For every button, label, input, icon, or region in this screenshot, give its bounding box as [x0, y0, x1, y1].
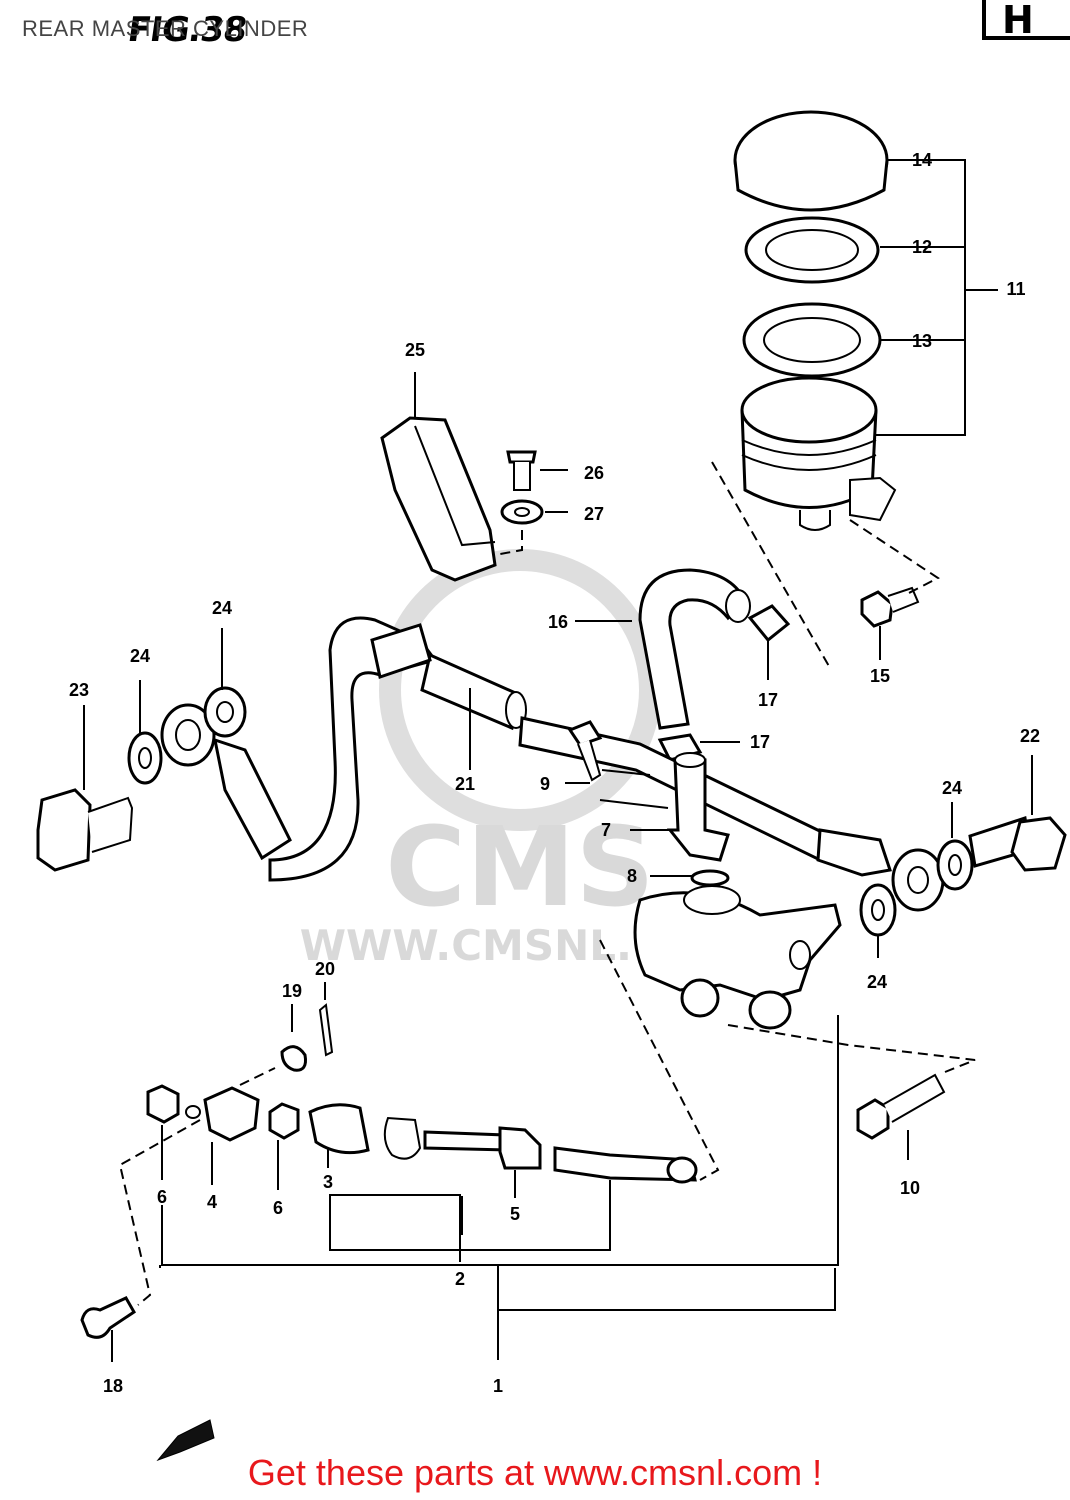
- spring-piston: [553, 1146, 697, 1182]
- watermark-brand: CMS: [385, 803, 654, 931]
- screw-26: [506, 450, 537, 464]
- callout-25: 25: [405, 340, 425, 360]
- callout-19: 19: [282, 981, 302, 1001]
- reservoir-bracket: [380, 416, 497, 582]
- callout-6-right: 6: [273, 1198, 283, 1218]
- callout-7: 7: [601, 820, 611, 840]
- clevis-pin-18: [80, 1296, 136, 1339]
- screw-9: [567, 720, 603, 747]
- callout-9: 9: [540, 774, 550, 794]
- callout-17-upper: 17: [758, 690, 778, 710]
- callout-14: 14: [912, 150, 932, 170]
- callout-6-left: 6: [157, 1187, 167, 1207]
- nut-6-right: [268, 1102, 300, 1140]
- page-title: REAR MASTER CYLINDER: [22, 16, 309, 41]
- piston-rod-5: [423, 1130, 510, 1152]
- callout-24-c: 24: [942, 778, 962, 798]
- washer-19: [280, 1045, 307, 1072]
- callout-4: 4: [207, 1192, 217, 1212]
- union-7: [666, 758, 730, 862]
- callout-24-d: 24: [867, 972, 887, 992]
- circlip: [383, 1116, 422, 1160]
- callout-13: 13: [912, 331, 932, 351]
- cms-watermark: CMS WWW.CMSNL.COM: [300, 549, 740, 970]
- callout-24-a: 24: [130, 646, 150, 666]
- master-cylinder-body: [633, 891, 842, 1002]
- callout-21: 21: [455, 774, 475, 794]
- callout-23: 23: [69, 680, 89, 700]
- callout-8: 8: [627, 866, 637, 886]
- callout-11: 11: [1006, 279, 1025, 299]
- section-label: H: [982, 0, 1070, 40]
- front-arrow-icon: [156, 1419, 215, 1462]
- callout-15: 15: [870, 666, 890, 686]
- callout-18: 18: [103, 1376, 123, 1396]
- callout-20: 20: [315, 959, 335, 979]
- reservoir-cap: [733, 110, 889, 212]
- bolt-15: [860, 590, 894, 628]
- callout-numbers: 1 2 3 4 5 6 6 7 8 9 10 11 12 13 14 15 16…: [69, 150, 1040, 1396]
- callout-17-lower: 17: [750, 732, 770, 752]
- o-ring-8: [690, 869, 730, 887]
- callout-16: 16: [548, 612, 568, 632]
- reservoir-body: [740, 376, 897, 531]
- callout-26: 26: [584, 463, 604, 483]
- callout-27: 27: [584, 504, 604, 524]
- reservoir-diaphragm: [742, 302, 882, 378]
- boot-3: [308, 1103, 370, 1155]
- clevis-4: [203, 1086, 260, 1142]
- callout-24-b: 24: [212, 598, 232, 618]
- banjo-bolt-23: [36, 788, 92, 872]
- footer-link[interactable]: Get these parts at www.cmsnl.com !: [247, 1452, 823, 1493]
- bolt-10: [856, 1098, 890, 1140]
- callout-3: 3: [323, 1172, 333, 1192]
- callout-12: 12: [912, 237, 932, 257]
- callout-2: 2: [455, 1269, 465, 1289]
- nut-6-left: [146, 1084, 180, 1124]
- reservoir-plate: [744, 216, 880, 284]
- hose-clamp-upper: [747, 604, 791, 643]
- callout-22: 22: [1020, 726, 1040, 746]
- callout-5: 5: [510, 1204, 520, 1224]
- callout-1: 1: [493, 1376, 503, 1396]
- callout-10: 10: [900, 1178, 920, 1198]
- cotter-pin-20: [318, 1003, 334, 1057]
